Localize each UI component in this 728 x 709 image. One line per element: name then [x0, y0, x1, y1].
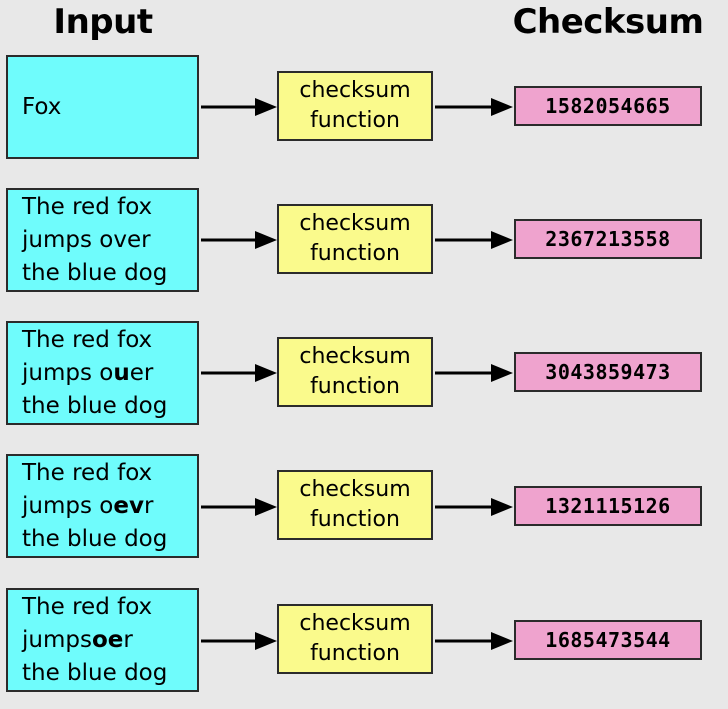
checksum-function-label: checksum function — [299, 611, 411, 666]
arrow-input-to-function — [201, 230, 277, 250]
checksum-function-box: checksum function — [277, 71, 433, 141]
checksum-value: 1685473544 — [545, 628, 671, 652]
checksum-function-label: checksum function — [299, 78, 411, 133]
arrow-function-to-checksum — [435, 97, 513, 117]
arrow-function-to-checksum — [435, 631, 513, 651]
column-header-checksum: Checksum — [512, 2, 704, 42]
checksum-function-label: checksum function — [299, 344, 411, 399]
column-header-input: Input — [53, 2, 153, 42]
arrow-input-to-function — [201, 97, 277, 117]
checksum-function-box: checksum function — [277, 337, 433, 407]
input-box: Fox — [6, 55, 199, 159]
checksum-function-box: checksum function — [277, 470, 433, 540]
checksum-box: 1685473544 — [514, 620, 702, 660]
checksum-value: 1582054665 — [545, 94, 671, 118]
checksum-function-label: checksum function — [299, 477, 411, 532]
checksum-box: 2367213558 — [514, 219, 702, 259]
checksum-box: 3043859473 — [514, 352, 702, 392]
checksum-value: 3043859473 — [545, 360, 671, 384]
arrow-input-to-function — [201, 497, 277, 517]
arrow-input-to-function — [201, 631, 277, 651]
arrow-function-to-checksum — [435, 497, 513, 517]
checksum-box: 1582054665 — [514, 86, 702, 126]
arrow-function-to-checksum — [435, 230, 513, 250]
checksum-value: 1321115126 — [545, 494, 671, 518]
checksum-function-box: checksum function — [277, 204, 433, 274]
checksum-function-box: checksum function — [277, 604, 433, 674]
arrow-input-to-function — [201, 363, 277, 383]
checksum-value: 2367213558 — [545, 227, 671, 251]
input-text: Fox — [22, 93, 62, 120]
checksum-box: 1321115126 — [514, 486, 702, 526]
arrow-function-to-checksum — [435, 363, 513, 383]
checksum-function-label: checksum function — [299, 211, 411, 266]
